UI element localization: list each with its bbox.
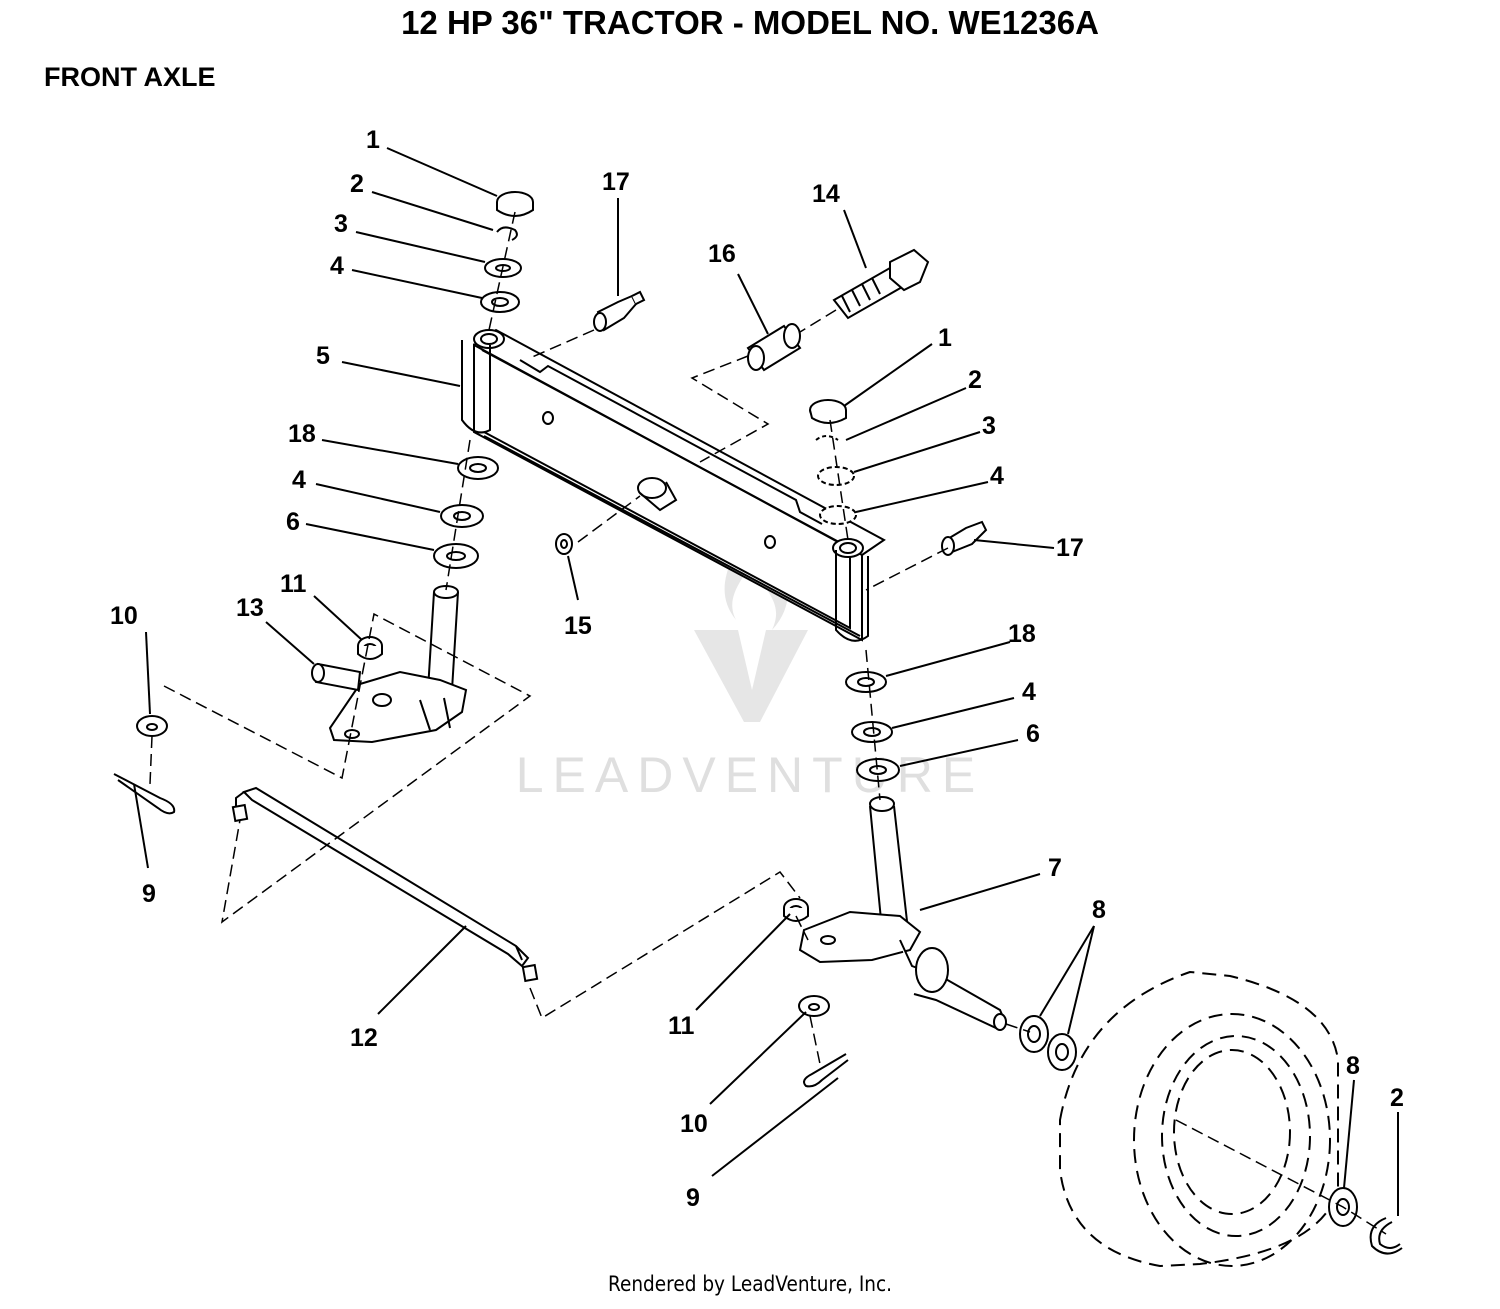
washer-left xyxy=(136,715,168,737)
callout-12: 12 xyxy=(350,1024,378,1052)
callout-4: 4 xyxy=(330,252,344,280)
washer-right xyxy=(798,995,830,1017)
callout-17: 17 xyxy=(602,168,630,196)
cotter-pin-left xyxy=(113,773,176,815)
left-lower-hardware xyxy=(433,456,499,569)
spacer-sleeve xyxy=(746,323,802,372)
watermark-text: LEADVENTURE xyxy=(516,747,985,803)
callout-16: 16 xyxy=(708,240,736,268)
callout-2: 2 xyxy=(350,170,364,198)
callout-9: 9 xyxy=(686,1184,700,1212)
callout-10: 10 xyxy=(680,1110,708,1138)
callouts: 1 2 3 4 5 17 16 14 1 2 3 4 17 18 4 6 15 … xyxy=(110,126,1404,1212)
steering-pin-left xyxy=(311,662,362,692)
right-spindle xyxy=(798,796,1008,1031)
callout-18: 18 xyxy=(1008,620,1036,648)
cotter-pin-right xyxy=(803,1053,849,1088)
callout-15: 15 xyxy=(564,612,592,640)
grease-fitting-left xyxy=(593,290,646,332)
assembly-lines xyxy=(149,211,1387,1235)
callout-4: 4 xyxy=(990,462,1004,490)
callout-18: 18 xyxy=(288,420,316,448)
callout-7: 7 xyxy=(1048,854,1062,882)
callout-3: 3 xyxy=(334,210,348,238)
callout-13: 13 xyxy=(236,594,264,622)
drag-link xyxy=(231,786,539,983)
front-wheel xyxy=(1059,970,1339,1268)
callout-4: 4 xyxy=(292,466,306,494)
page-title: 12 HP 36" TRACTOR - MODEL NO. WE1236A xyxy=(401,4,1099,41)
callout-1: 1 xyxy=(366,126,380,154)
locknut-left xyxy=(357,636,383,660)
callout-17: 17 xyxy=(1056,534,1084,562)
axle-pivot-bolt xyxy=(832,248,930,320)
callout-2: 2 xyxy=(1390,1084,1404,1112)
axle-beam xyxy=(461,328,886,642)
leader-lines xyxy=(133,147,1399,1216)
callout-14: 14 xyxy=(812,180,840,208)
callout-2: 2 xyxy=(968,366,982,394)
callout-9: 9 xyxy=(142,880,156,908)
left-spindle xyxy=(328,585,468,744)
right-top-hardware xyxy=(809,399,857,525)
callout-11: 11 xyxy=(668,1012,695,1040)
credit-line: Rendered by LeadVenture, Inc. xyxy=(607,1272,893,1296)
callout-10: 10 xyxy=(110,602,138,630)
callout-11: 11 xyxy=(280,570,307,598)
callout-1: 1 xyxy=(938,324,952,352)
left-top-hardware xyxy=(480,191,534,313)
callout-6: 6 xyxy=(286,508,300,536)
callout-5: 5 xyxy=(316,342,330,370)
right-lower-hardware xyxy=(845,671,900,782)
callout-8: 8 xyxy=(1092,896,1106,924)
grease-fitting-right xyxy=(941,520,988,556)
callout-4: 4 xyxy=(1022,678,1036,706)
watermark-v-icon xyxy=(694,630,808,722)
callout-3: 3 xyxy=(982,412,996,440)
hub-clip xyxy=(1369,1217,1403,1255)
callout-8: 8 xyxy=(1346,1052,1360,1080)
washer-15 xyxy=(555,533,573,555)
callout-6: 6 xyxy=(1026,720,1040,748)
section-title: FRONT AXLE xyxy=(44,62,216,92)
axle-washers xyxy=(1019,1015,1077,1071)
